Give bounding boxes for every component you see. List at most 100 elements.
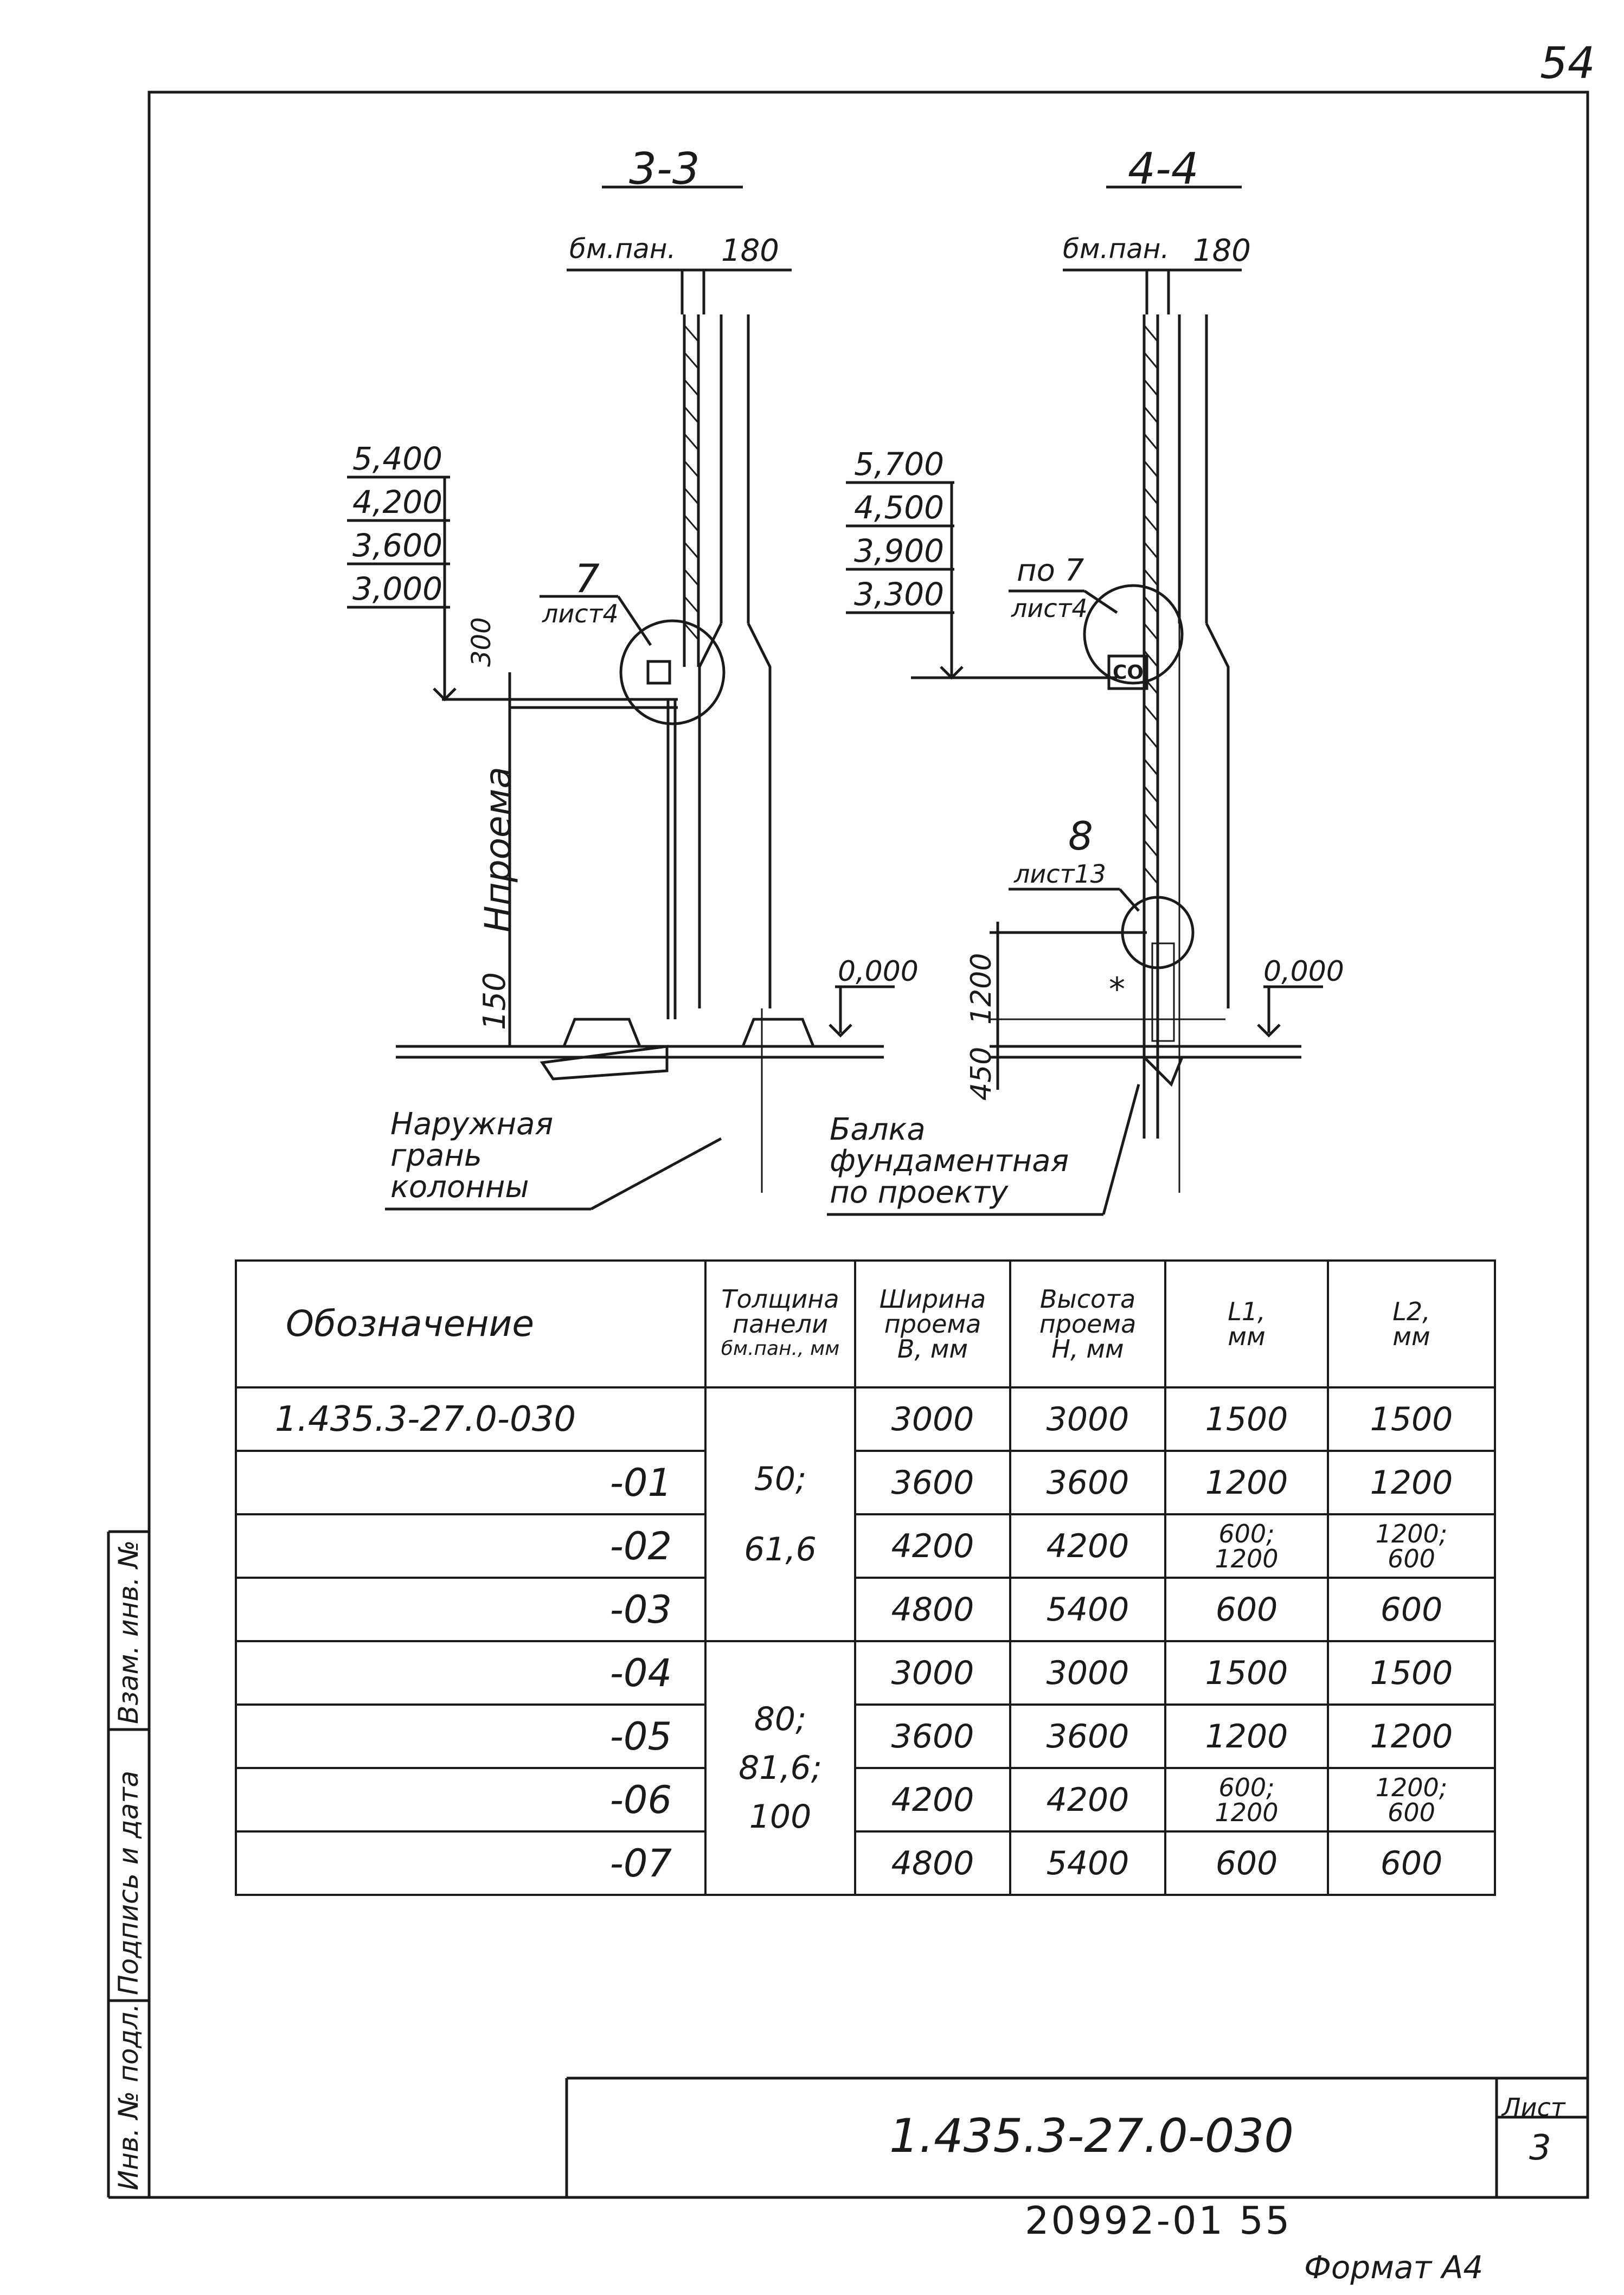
header-line: L2, — [1392, 1297, 1430, 1326]
section-4-4-drawing — [827, 268, 1323, 1216]
cell-line: 600 — [1388, 1544, 1435, 1573]
callout-number-7: 7 — [575, 556, 600, 601]
cell-l1: 1500 — [1164, 1386, 1329, 1452]
dim-h-opening: Нпроема — [477, 767, 519, 933]
cell-b: 3600 — [854, 1703, 1011, 1769]
cell-l2: 1200 — [1327, 1703, 1496, 1769]
stamp-signature-date: Подпись и дата — [113, 1770, 144, 1995]
header-designation: Обозначение — [235, 1259, 707, 1388]
header-line: проема — [884, 1309, 981, 1339]
header-line: мм — [1228, 1322, 1266, 1351]
table-row: -03 4800 5400 600 600 — [235, 1577, 1496, 1642]
cell-l2: 1500 — [1327, 1640, 1496, 1706]
table-row: -06 4200 4200 600; 1200 1200; 600 — [235, 1767, 1496, 1833]
cell-designation: -06 — [235, 1767, 707, 1833]
header-l2: L2, мм — [1327, 1259, 1496, 1388]
table-row: -04 80; 81,6; 100 3000 3000 1500 1500 — [235, 1640, 1496, 1896]
dim-150: 150 — [477, 972, 512, 1030]
cell-line: 1200 — [1215, 1544, 1279, 1573]
dim-450: 450 — [965, 1046, 998, 1101]
cell-l1: 600; 1200 — [1164, 1767, 1329, 1833]
callout-number-8: 8 — [1068, 813, 1093, 859]
thickness-line: 50; — [754, 1460, 807, 1498]
header-line: Толщина — [721, 1284, 839, 1314]
elevation-label: 3,300 — [854, 576, 945, 613]
cell-h: 4200 — [1009, 1767, 1166, 1833]
cell-designation: -04 — [235, 1640, 707, 1706]
cell-designation: 1.435.3-27.0-030 — [235, 1386, 707, 1452]
elevation-label: 4,500 — [854, 489, 945, 526]
elevation-label: 4,200 — [352, 484, 443, 520]
table-row: 1.435.3-27.0-030 50; 61,6 3000 3000 1500… — [235, 1386, 1496, 1642]
header-line: Ширина — [879, 1284, 986, 1314]
spec-table: Обозначение Толщина панели бм.пан., мм Ш… — [235, 1259, 1496, 1896]
cell-line: 1200; — [1375, 1772, 1448, 1802]
cell-l2: 1500 — [1327, 1386, 1496, 1452]
zero-level-right: 0,000 — [1263, 955, 1344, 988]
note-foundation-beam: Балка фундаментная по проекту — [830, 1114, 1069, 1208]
thickness-line: 81,6; — [739, 1749, 822, 1787]
note-line: Наружная — [390, 1107, 554, 1142]
cell-l2: 600 — [1327, 1830, 1496, 1896]
cell-l2: 600 — [1327, 1577, 1496, 1642]
section-title-4-4: 4-4 — [1128, 144, 1199, 194]
callout-sheet: лист13 — [1014, 859, 1106, 889]
cell-h: 3600 — [1009, 1703, 1166, 1769]
right-top-dim-label: бм.пан. — [1063, 233, 1170, 265]
cell-line: 600; — [1218, 1519, 1275, 1548]
table-header-row: Обозначение Толщина панели бм.пан., мм Ш… — [235, 1259, 1496, 1388]
callout-sheet: лист4 — [542, 599, 619, 628]
thickness-line: 100 — [749, 1798, 812, 1836]
dim-300: 300 — [466, 617, 497, 667]
header-width: Ширина проема В, мм — [854, 1259, 1011, 1388]
elevation-label: 3,000 — [352, 570, 443, 607]
cell-designation: -07 — [235, 1830, 707, 1896]
header-line: L1, — [1228, 1297, 1266, 1326]
left-top-dim-value: 180 — [721, 233, 779, 268]
cell-h: 3000 — [1009, 1386, 1166, 1452]
cell-thickness-group1: 50; 61,6 — [704, 1386, 856, 1642]
header-line: В, мм — [897, 1334, 968, 1364]
cell-h: 4200 — [1009, 1513, 1166, 1579]
section-title-3-3: 3-3 — [629, 144, 700, 194]
cell-designation: -05 — [235, 1703, 707, 1769]
cell-h: 3600 — [1009, 1450, 1166, 1515]
note-line: грань — [390, 1138, 482, 1173]
cell-line: 1200; — [1375, 1519, 1448, 1548]
stamp-inv-no: Инв. № подл. — [113, 2003, 144, 2190]
table-row: -01 3600 3600 1200 1200 — [235, 1450, 1496, 1515]
star-mark: * — [1109, 970, 1125, 1008]
right-top-dim-value: 180 — [1193, 233, 1251, 268]
table-row: -05 3600 3600 1200 1200 — [235, 1703, 1496, 1769]
header-l1: L1, мм — [1164, 1259, 1329, 1388]
document-code: 1.435.3-27.0-030 — [889, 2109, 1294, 2163]
note-line: фундаментная — [830, 1143, 1069, 1179]
elevation-label: 5,400 — [352, 440, 443, 477]
elevation-label: 5,700 — [854, 446, 945, 483]
cell-h: 5400 — [1009, 1830, 1166, 1896]
cell-l2: 1200; 600 — [1327, 1513, 1496, 1579]
sheet-label: Лист — [1502, 2093, 1565, 2122]
zero-level-left: 0,000 — [838, 955, 919, 988]
cell-l2: 1200 — [1327, 1450, 1496, 1515]
left-top-dim-label: бм.пан. — [569, 233, 676, 265]
note-line: колонны — [390, 1169, 529, 1205]
header-line: бм.пан., мм — [721, 1338, 840, 1360]
table-row: -02 4200 4200 600; 1200 1200; 600 — [235, 1513, 1496, 1579]
cell-thickness-group2: 80; 81,6; 100 — [704, 1640, 856, 1896]
note-outer-face: Наружная грань колонны — [390, 1109, 553, 1203]
cell-b: 4800 — [854, 1830, 1011, 1896]
section-3-3-drawing — [347, 268, 895, 1211]
cell-designation: -02 — [235, 1513, 707, 1579]
callout-sheet: лист4 — [1011, 594, 1088, 623]
format-label: Формат А4 — [1304, 2249, 1484, 2286]
dim-1200: 1200 — [965, 953, 998, 1025]
cell-line: 1200 — [1215, 1797, 1279, 1827]
page-number: 54 — [1540, 38, 1595, 88]
sheet-value: 3 — [1529, 2128, 1551, 2168]
elevation-label: 3,900 — [854, 532, 945, 569]
cell-designation: -01 — [235, 1450, 707, 1515]
header-height: Высота проема Н, мм — [1009, 1259, 1166, 1388]
cell-l2: 1200; 600 — [1327, 1767, 1496, 1833]
